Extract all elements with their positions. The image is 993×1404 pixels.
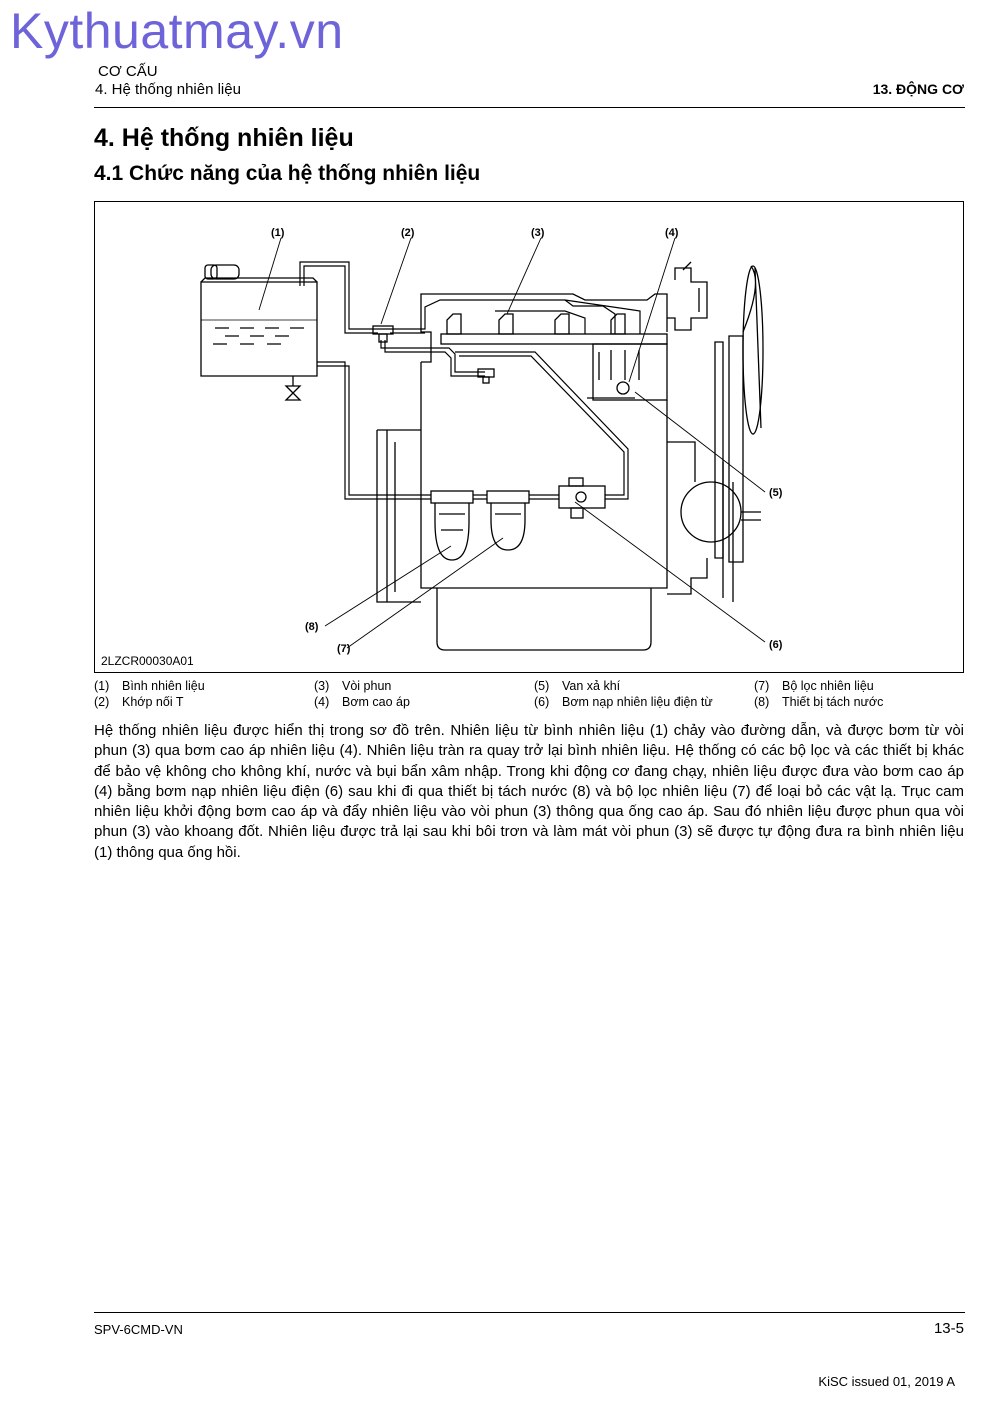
callout-1: (1) <box>271 227 285 239</box>
filter-icon <box>430 490 530 561</box>
legend-item-8: (8)Thiết bị tách nước <box>754 695 884 709</box>
leader-lines <box>258 237 766 649</box>
callout-2: (2) <box>401 227 415 239</box>
footer-divider <box>94 1312 965 1313</box>
fuel-system-diagram: (1) (2) (3) (4) (5) (6) (7) (8) 2LZCR000… <box>94 201 964 673</box>
callout-3: (3) <box>531 227 545 239</box>
callout-5: (5) <box>769 487 783 499</box>
body-paragraph: Hệ thống nhiên liệu được hiển thị trong … <box>94 722 964 861</box>
legend-item-1: (1)Bình nhiên liệu <box>94 679 205 693</box>
callout-7: (7) <box>337 643 351 655</box>
footer-page-number: 13-5 <box>933 1320 964 1337</box>
figure-code: 2LZCR00030A01 <box>101 654 194 668</box>
fuel-lines <box>299 261 641 500</box>
callout-4: (4) <box>665 227 679 239</box>
legend-item-6: (6)Bơm nạp nhiên liệu điện từ <box>534 695 713 709</box>
header-section: 4. Hệ thống nhiên liệu <box>95 81 241 98</box>
diagram-drawing: (1) (2) (3) (4) (5) (6) (7) (8) <box>200 227 783 655</box>
legend-item-7: (7)Bộ lọc nhiên liệu <box>754 679 874 693</box>
callout-6: (6) <box>769 639 783 651</box>
footer-issue: KiSC issued 01, 2019 A <box>818 1374 955 1389</box>
watermark-logo: Kythuatmay.vn <box>10 3 344 59</box>
legend-item-5: (5)Van xả khí <box>534 679 621 693</box>
header-divider <box>94 107 965 108</box>
header-chapter: 13. ĐỘNG CƠ <box>872 81 964 97</box>
page-title: 4. Hệ thống nhiên liệu <box>94 124 354 152</box>
legend-item-3: (3)Vòi phun <box>314 679 392 693</box>
footer-doc-code: SPV-6CMD-VN <box>94 1322 183 1337</box>
feed-pump-icon <box>558 477 606 519</box>
fuel-tank-icon <box>200 264 318 401</box>
header-category: CƠ CẤU <box>98 63 158 80</box>
t-joint-icon <box>372 325 495 384</box>
callout-8: (8) <box>305 621 319 633</box>
legend-item-2: (2)Khớp nối T <box>94 695 184 709</box>
legend-item-4: (4)Bơm cao áp <box>314 695 410 709</box>
section-subtitle: 4.1 Chức năng của hệ thống nhiên liệu <box>94 162 481 185</box>
engine-block-icon <box>376 261 764 651</box>
